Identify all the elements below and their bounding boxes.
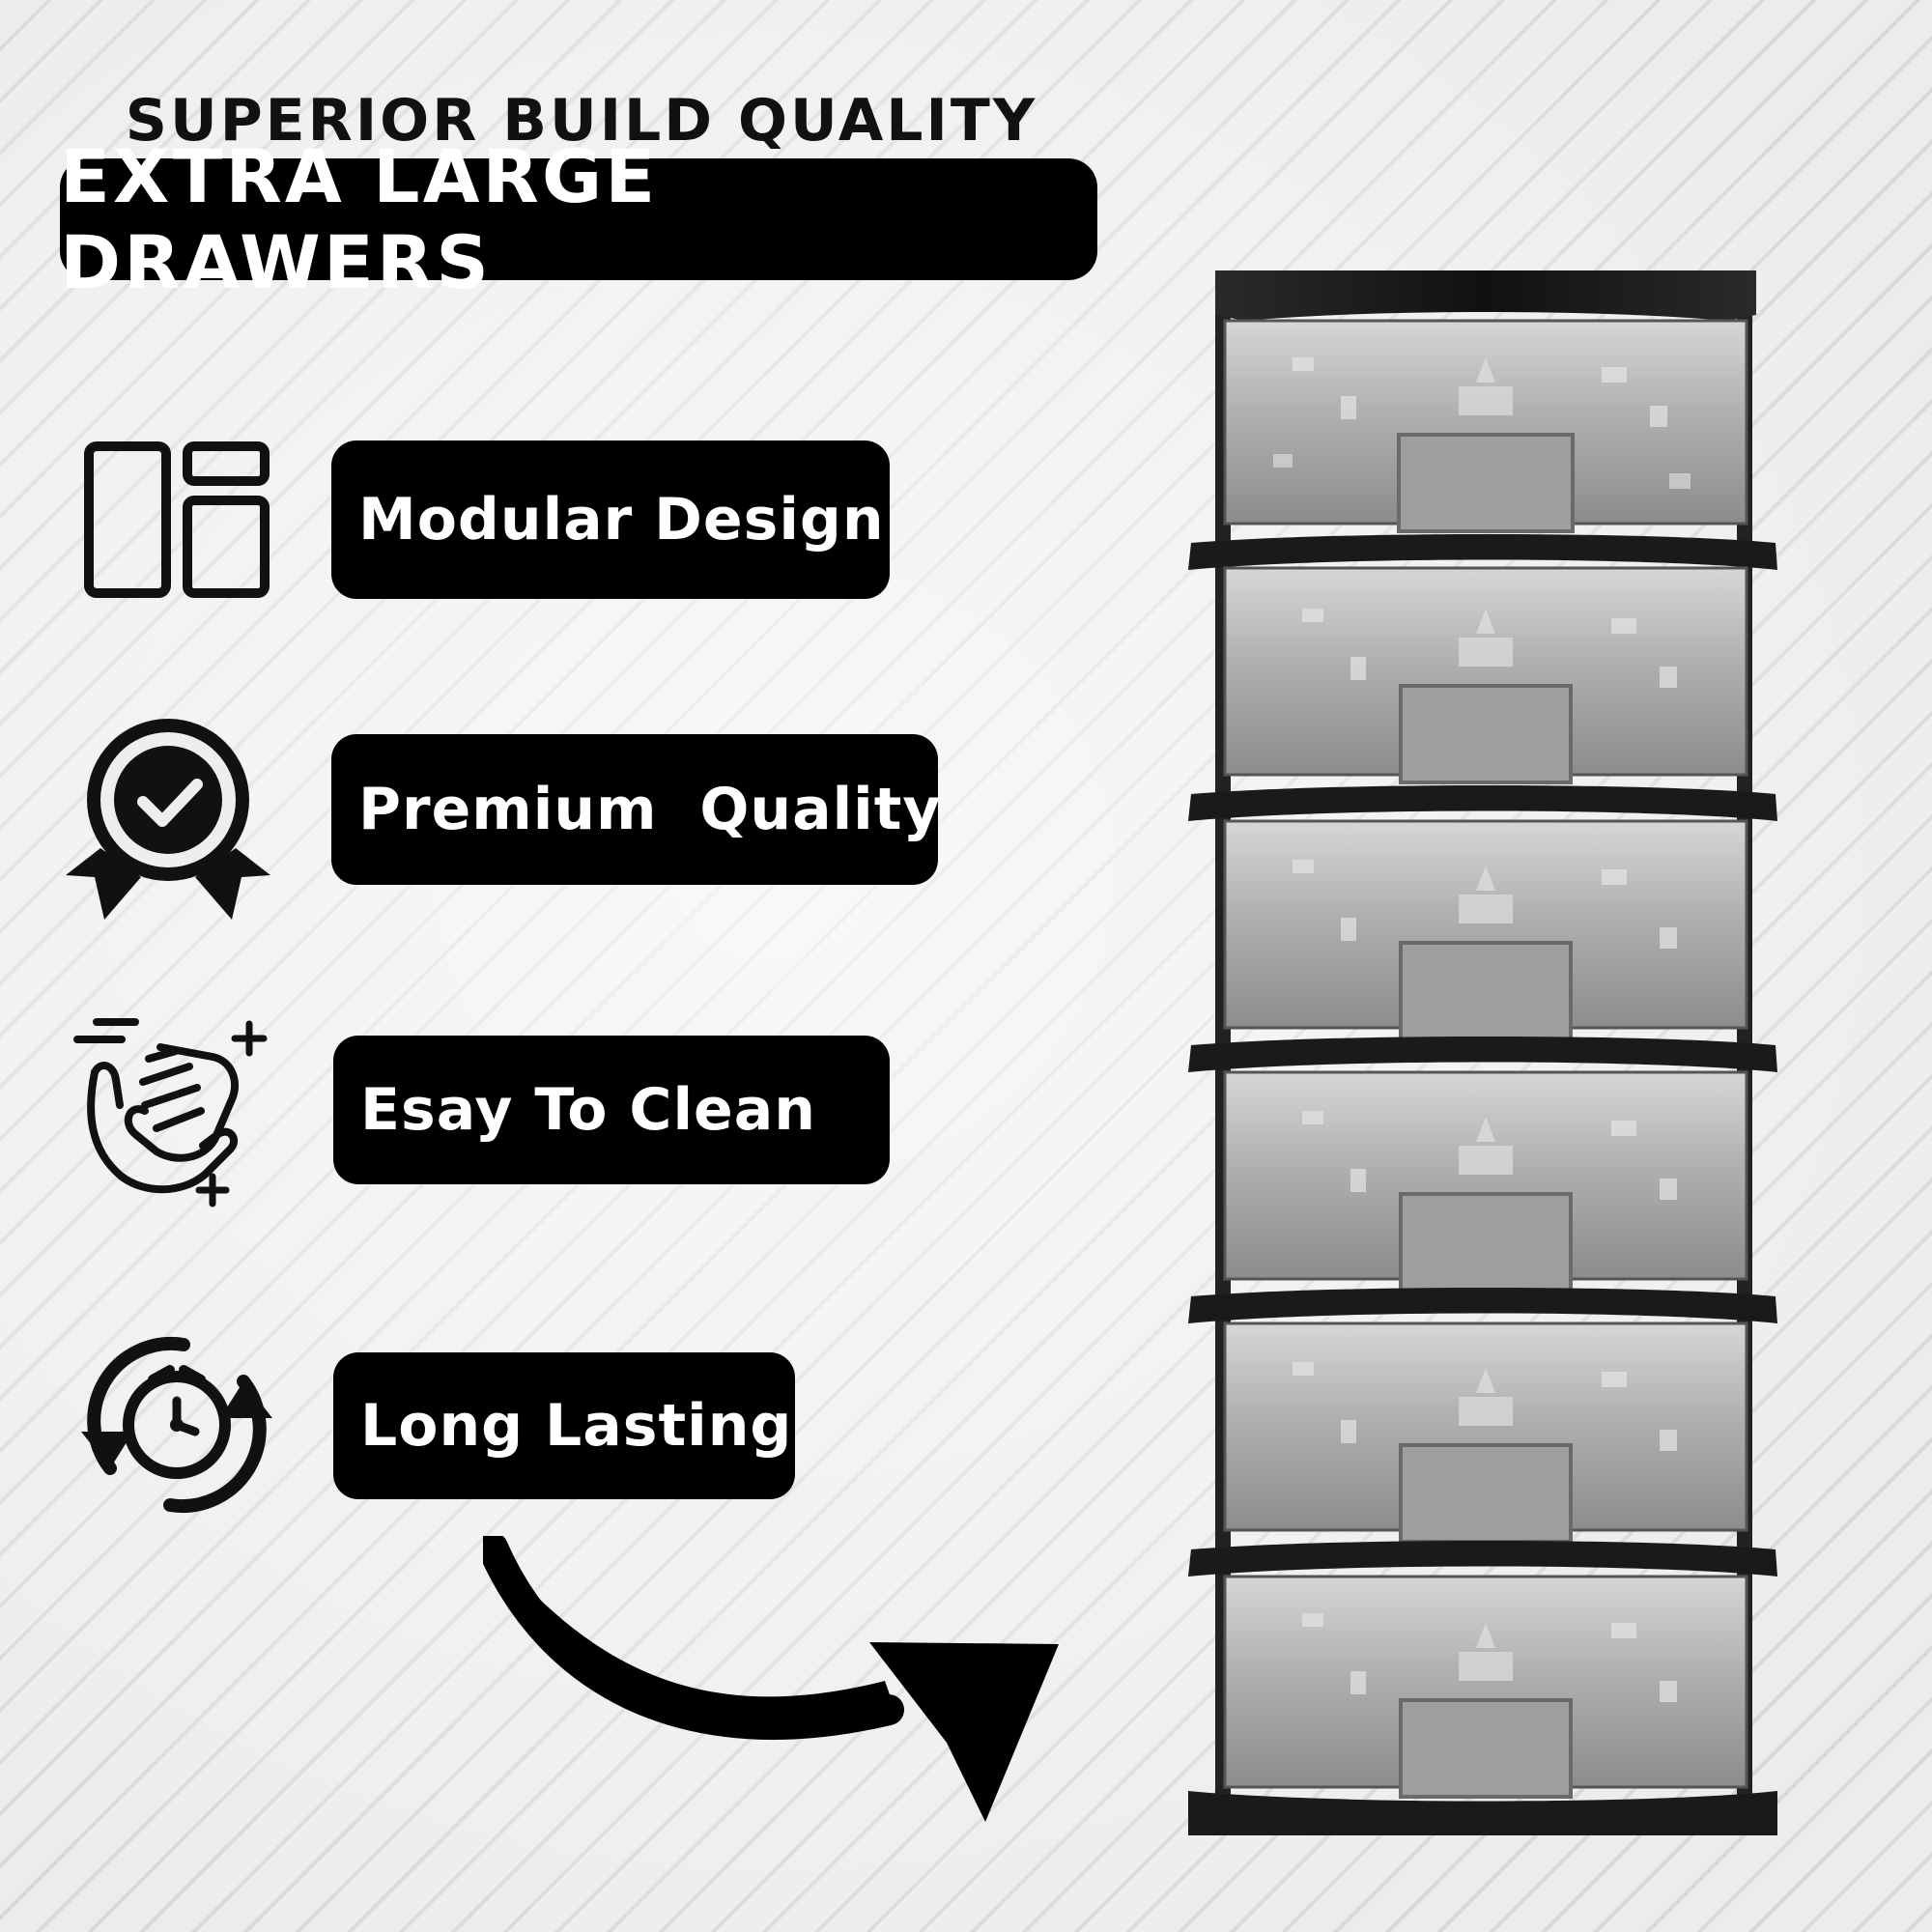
durability-clock-icon xyxy=(77,1323,276,1526)
drawer-4 xyxy=(1223,1070,1748,1293)
eyebrow-title: SUPERIOR BUILD QUALITY xyxy=(125,87,1038,155)
drawer-6 xyxy=(1223,1575,1748,1799)
drawer-1 xyxy=(1223,319,1748,533)
drawer-tower-image xyxy=(1186,261,1804,1849)
feature-badge-easy-to-clean: Esay To Clean xyxy=(333,1036,890,1184)
feature-badge-modular-design: Modular Design xyxy=(331,440,890,599)
headline-badge: EXTRA LARGE DRAWERS xyxy=(60,133,1097,305)
feature-badge-premium-quality: Premium Quality xyxy=(331,734,941,885)
drawer-2 xyxy=(1223,566,1748,784)
quality-badge-icon xyxy=(62,713,274,927)
drawer-3 xyxy=(1223,819,1748,1041)
clean-hands-icon xyxy=(68,1005,270,1208)
feature-badge-long-lasting: Long Lasting xyxy=(333,1352,795,1499)
curved-arrow-icon xyxy=(477,1532,1063,1830)
drawer-5 xyxy=(1223,1321,1748,1544)
modular-layout-icon xyxy=(83,440,270,599)
